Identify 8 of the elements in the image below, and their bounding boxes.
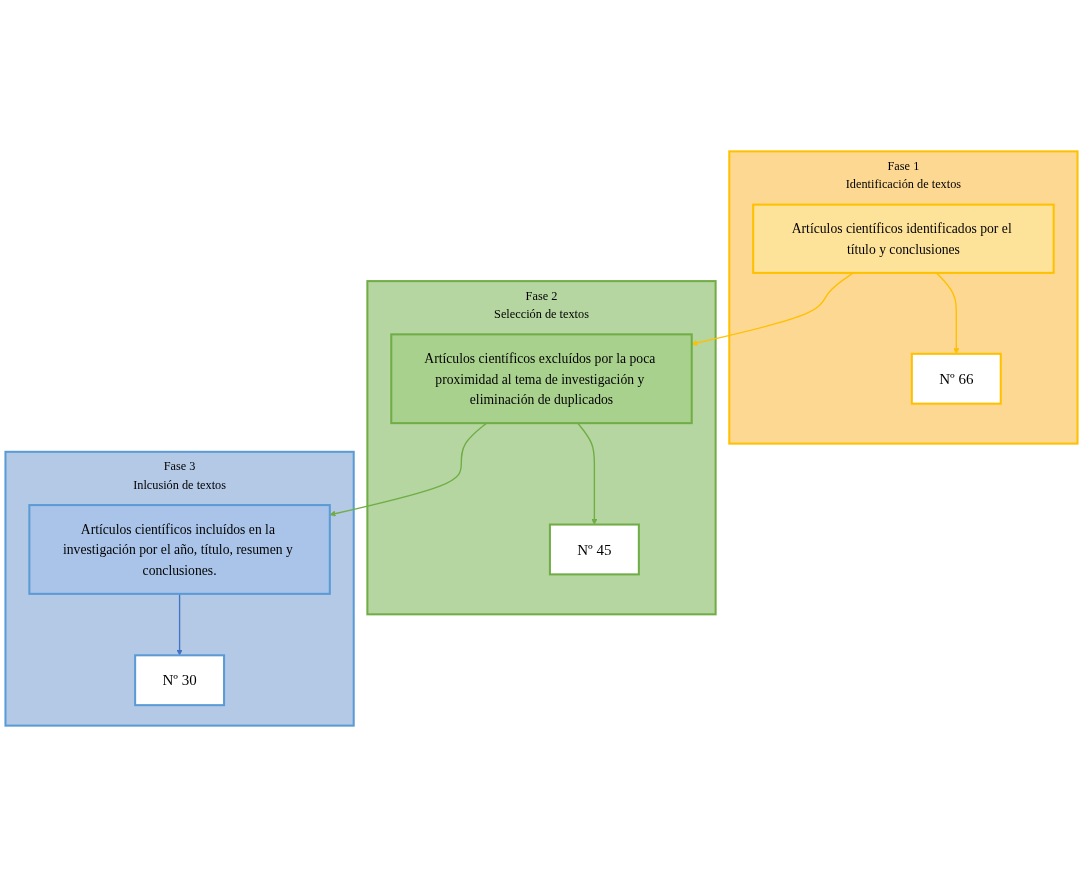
arrow bbox=[691, 272, 854, 346]
node-box: Artículos científicos excluídos por la poca proximidad al tema de investigación y eliminación de duplicados bbox=[390, 333, 693, 425]
node-box: Nº 30 bbox=[134, 654, 226, 707]
arrow bbox=[176, 593, 183, 656]
node-box: Artículos científicos identificados por el título y conclusiones bbox=[752, 203, 1055, 274]
node-box: Nº 66 bbox=[910, 352, 1002, 405]
node-box: Nº 45 bbox=[548, 523, 640, 576]
node-box: Artículos científicos incluídos en la investigación por el año, título, resumen y conclusiones. bbox=[28, 504, 331, 595]
